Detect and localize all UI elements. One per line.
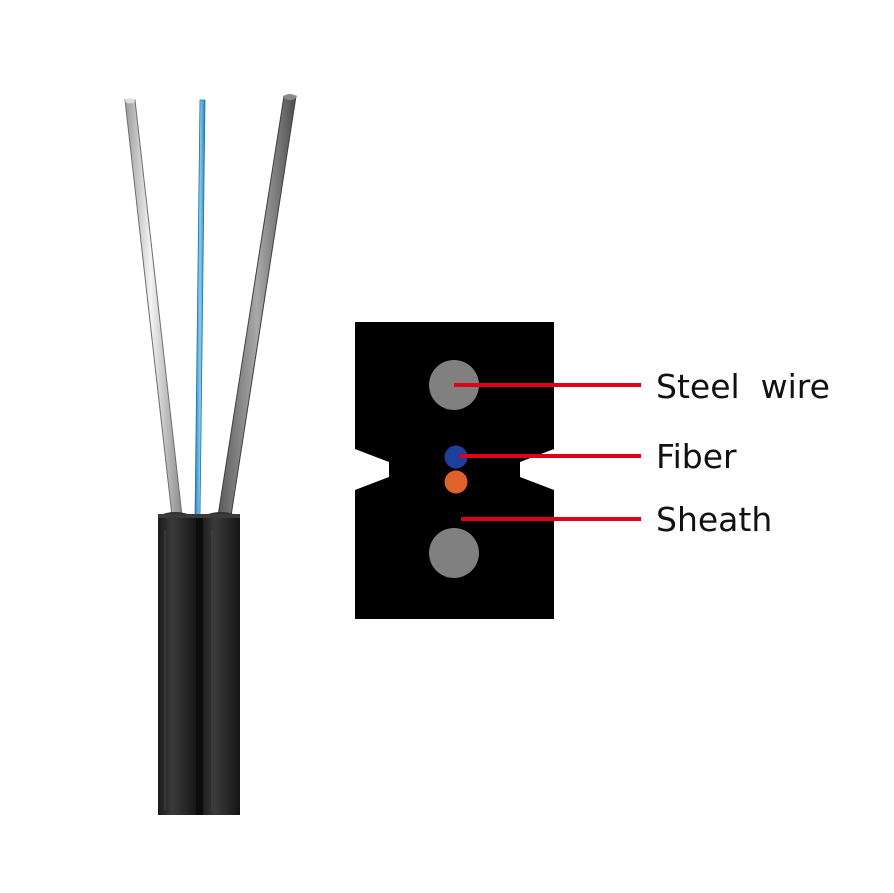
steel-wire-bottom: [429, 528, 479, 578]
label-steel-wire: Steel wire: [656, 367, 830, 406]
callout-leaders: [454, 383, 641, 521]
sheath-shape: [355, 322, 554, 619]
label-sheath: Sheath: [656, 500, 772, 539]
exposed-fiber-strand: [194, 99, 206, 517]
fiber-orange: [444, 470, 468, 494]
cable-illustration: [124, 94, 297, 815]
cable-jacket: [158, 512, 240, 815]
label-fiber: Fiber: [656, 437, 737, 476]
exposed-steel-wire-left: [124, 99, 183, 517]
fiber-blue: [444, 445, 468, 469]
callout-labels: Steel wire Fiber Sheath: [656, 367, 830, 539]
cable-cross-section: [355, 322, 554, 619]
exposed-steel-wire-right: [217, 95, 297, 517]
